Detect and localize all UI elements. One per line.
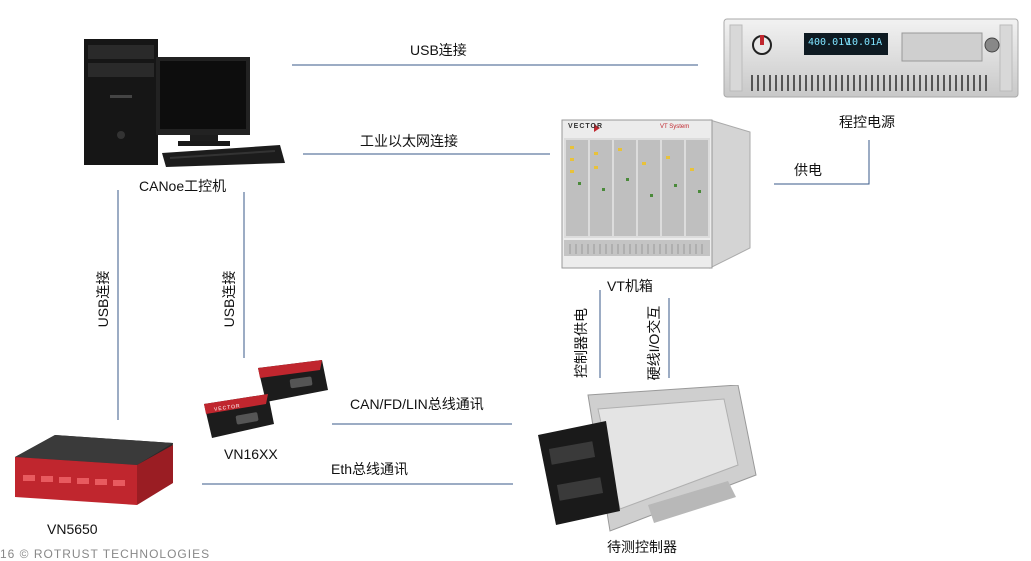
eth-bus-label: Eth总线通讯 <box>331 461 409 477</box>
vn5650-image <box>5 435 177 517</box>
vn16xx-image: VECTOR <box>200 360 330 445</box>
vt-system-image: VECTOR VT System <box>560 118 752 270</box>
vt-system-text: VT System <box>660 124 690 130</box>
hw-io-label: 硬线I/O交互 <box>646 305 662 381</box>
power-voltage-readout: 400.01V <box>808 37 851 48</box>
vn5650-label: VN5650 <box>47 521 98 537</box>
supply-label: 供电 <box>794 162 822 178</box>
usb-top-label: USB连接 <box>410 42 467 58</box>
canoe-pc-image <box>70 35 290 170</box>
vn16xx-label: VN16XX <box>224 446 278 462</box>
can-bus-label: CAN/FD/LIN总线通讯 <box>350 396 484 412</box>
pc-label: CANoe工控机 <box>139 178 227 194</box>
supply-line <box>774 140 870 185</box>
ecu-label: 待测控制器 <box>607 539 677 555</box>
power-supply-label: 程控电源 <box>839 114 895 130</box>
vt-system-label: VT机箱 <box>607 278 653 294</box>
vt-brand-text: VECTOR <box>568 123 604 130</box>
ecu-image <box>528 384 760 535</box>
usb-left-label: USB连接 <box>95 270 111 328</box>
footer-copyright: 16 © ROTRUST TECHNOLOGIES <box>0 547 211 561</box>
power-supply-image: 400.01V 10.01A <box>722 15 1020 100</box>
usb-mid-label: USB连接 <box>221 270 237 328</box>
ethernet-label: 工业以太网连接 <box>360 133 458 149</box>
power-current-readout: 10.01A <box>846 37 883 48</box>
ctrl-power-label: 控制器供电 <box>573 308 589 378</box>
